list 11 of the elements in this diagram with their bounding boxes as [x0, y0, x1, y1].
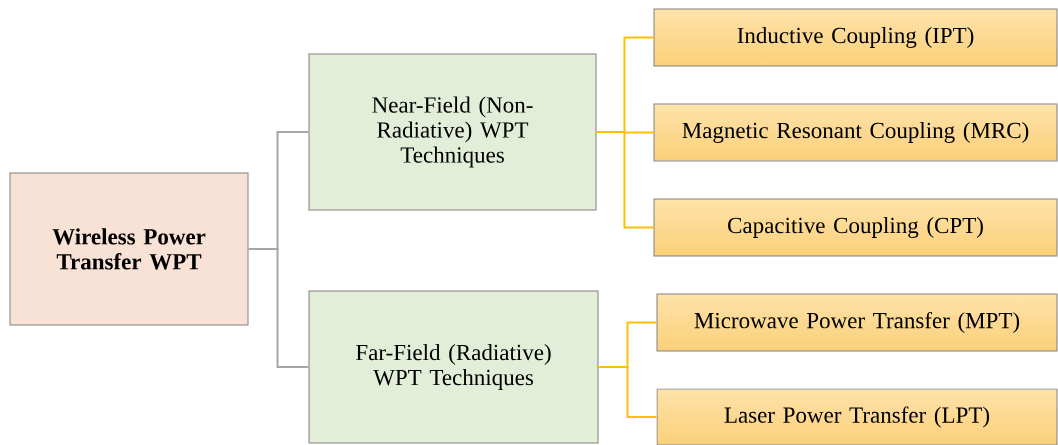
- connector-line: [597, 366, 658, 418]
- technique-box: Magnetic Resonant Coupling (MRC): [653, 103, 1058, 162]
- root-box: Wireless Power Transfer WPT: [9, 172, 249, 326]
- technique-box: Microwave Power Transfer (MPT): [656, 293, 1058, 352]
- category-box: Near-Field (Non-Radiative) WPT Techniques: [308, 53, 597, 211]
- category-box: Far-Field (Radiative) WPT Techniques: [308, 290, 599, 444]
- technique-box: Inductive Coupling (IPT): [653, 8, 1058, 67]
- connector-line: [595, 131, 655, 229]
- technique-box: Capacitive Coupling (CPT): [653, 198, 1058, 257]
- technique-box: Laser Power Transfer (LPT): [656, 388, 1058, 445]
- connector-line: [247, 248, 310, 368]
